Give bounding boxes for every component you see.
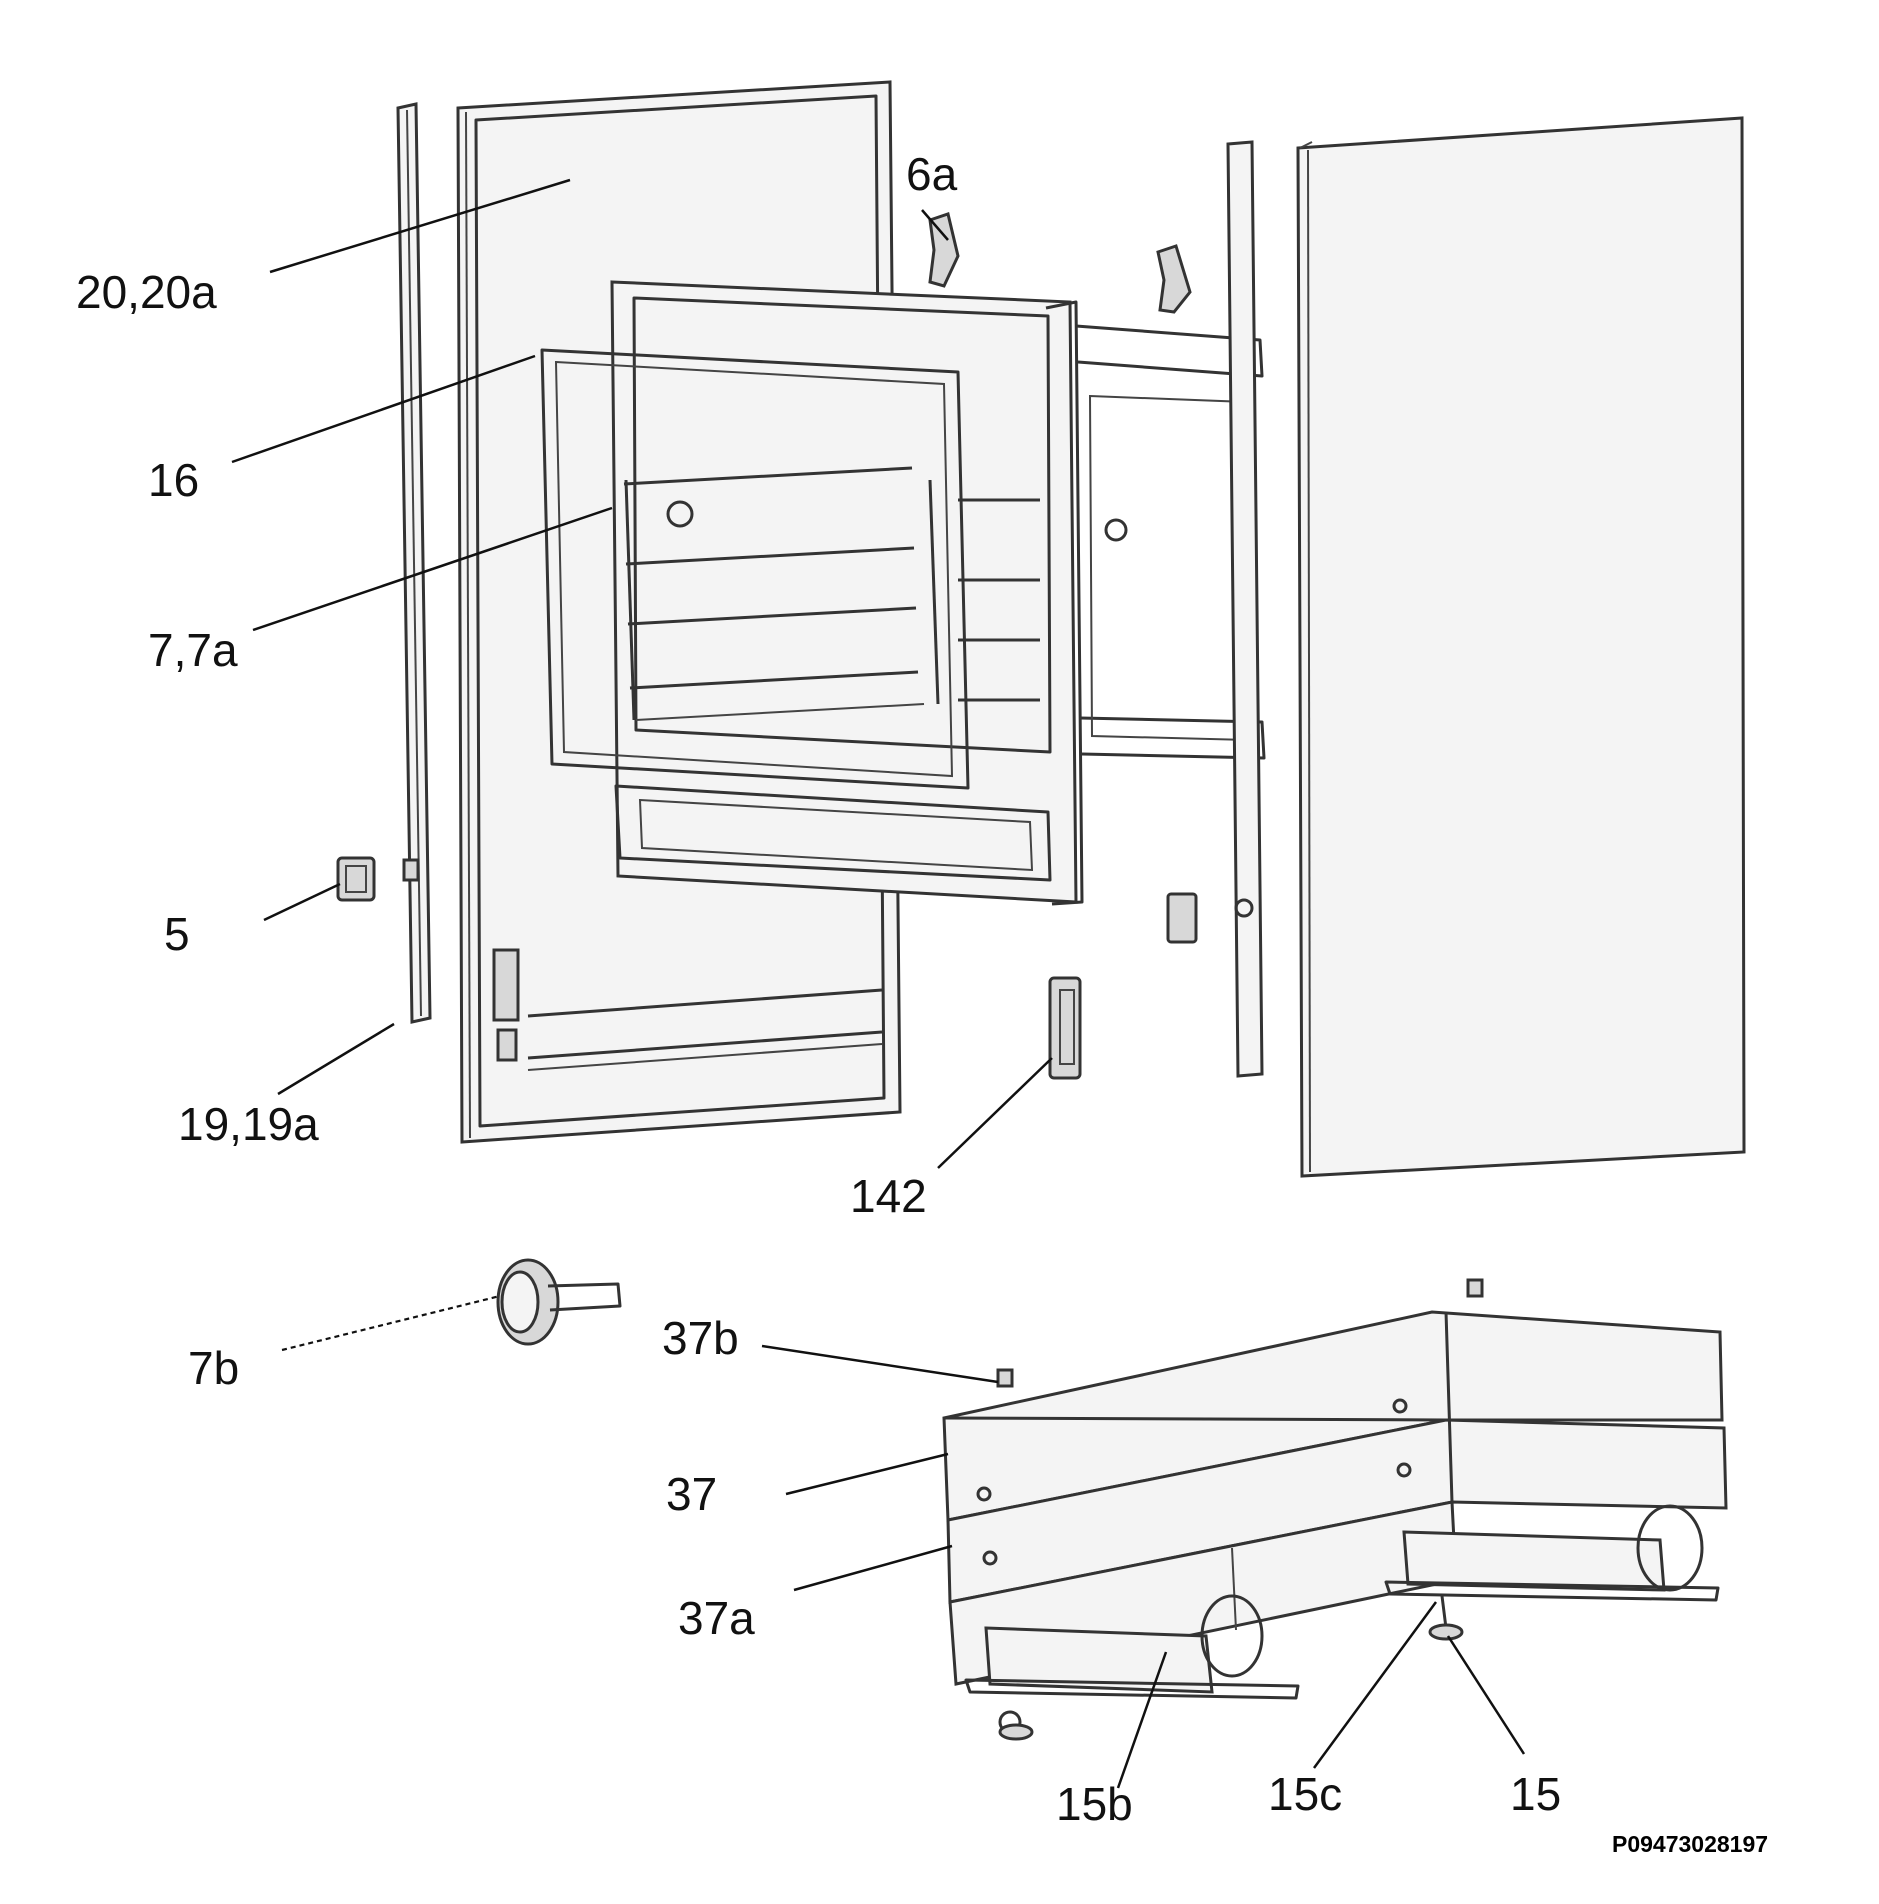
oven-shelf-rack [623,466,1040,721]
control-knob [496,1258,622,1346]
roller-rail-rear [1384,1504,1720,1602]
leader-15c [1312,1601,1438,1769]
leader-37a [793,1544,953,1592]
leader-19-19a [277,1022,395,1096]
leader-16 [231,354,536,464]
leader-15b [1116,1651,1168,1789]
roller-rail-front [964,1594,1300,1734]
label-6a: 6a [906,148,958,200]
leader-6a [921,209,949,241]
shelf-support-clip [928,212,1192,314]
leader-7b [281,1294,501,1352]
leader-20-20a [269,178,571,274]
side-panel [1296,116,1746,1178]
label-37: 37 [666,1468,717,1520]
side-rod [1226,140,1264,1078]
door-seal-strip [396,102,432,1024]
hinge-block-right [1166,892,1198,944]
reference-code: P09473028197 [1612,1831,1768,1857]
label-37b: 37b [662,1312,739,1364]
label-142: 142 [850,1170,927,1222]
leader-lines [231,178,1526,1789]
leader-142 [937,1057,1053,1169]
label-15: 15 [1510,1768,1561,1820]
label-15b: 15b [1056,1778,1133,1830]
label-7-7a: 7,7a [148,624,238,676]
levelling-foot [998,1595,1464,1741]
hinge-bracket [336,856,376,902]
label-5: 5 [164,908,190,960]
leader-15 [1446,1635,1526,1755]
leader-7-7a [252,506,613,632]
part-labels: 20,20a 16 7,7a 5 19,19a 6a 142 7b 37b 37… [76,148,1561,1830]
storage-drawer [942,1278,1728,1686]
oven-cavity [610,280,1266,906]
label-16: 16 [148,454,199,506]
label-20-20a: 20,20a [76,266,217,318]
leader-37 [785,1452,949,1496]
door-latch [1048,976,1082,1080]
label-15c: 15c [1268,1768,1342,1820]
label-7b: 7b [188,1342,239,1394]
leader-5 [263,882,341,922]
oven-seal-gasket [540,348,970,790]
label-37a: 37a [678,1592,755,1644]
leader-37b [761,1344,999,1384]
label-19-19a: 19,19a [178,1098,319,1150]
